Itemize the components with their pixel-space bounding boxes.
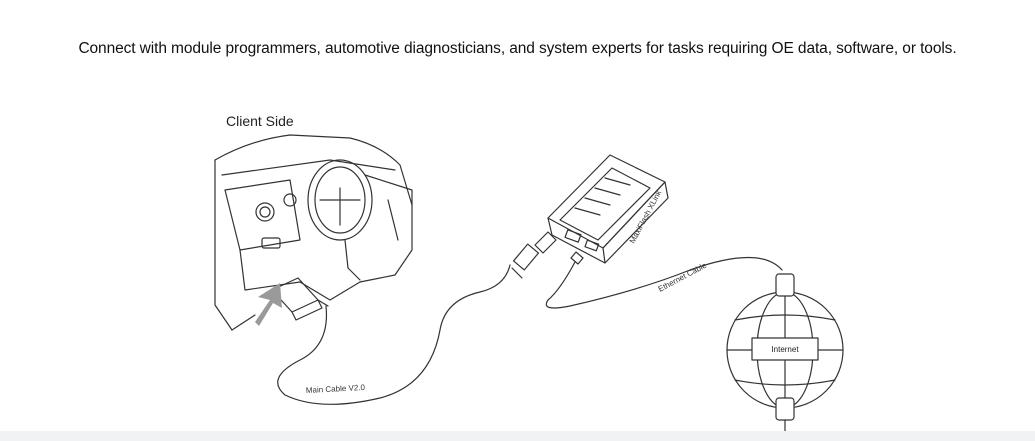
- client-side-label: Client Side: [226, 113, 294, 129]
- insert-arrow-icon: [255, 283, 282, 326]
- steering-wheel-icon: [307, 159, 373, 241]
- internet-globe-icon: [726, 273, 844, 441]
- headline: Connect with module programmers, automot…: [78, 40, 957, 57]
- main-cable-label: Main Cable V2.0: [306, 383, 366, 395]
- ethernet-cable: [545, 257, 783, 309]
- main-cable-plug-icon: [511, 231, 557, 279]
- main-cable: [277, 264, 511, 405]
- internet-label: Internet: [771, 345, 799, 354]
- maxiflash-device-icon: [547, 154, 669, 264]
- bottom-bar: [0, 431, 1035, 441]
- car-interior-illustration: [214, 134, 413, 331]
- ethernet-label: Ethernet Cable: [657, 261, 709, 294]
- obd-connector-icon: [271, 277, 329, 321]
- ethernet-plug-icon: [570, 251, 584, 265]
